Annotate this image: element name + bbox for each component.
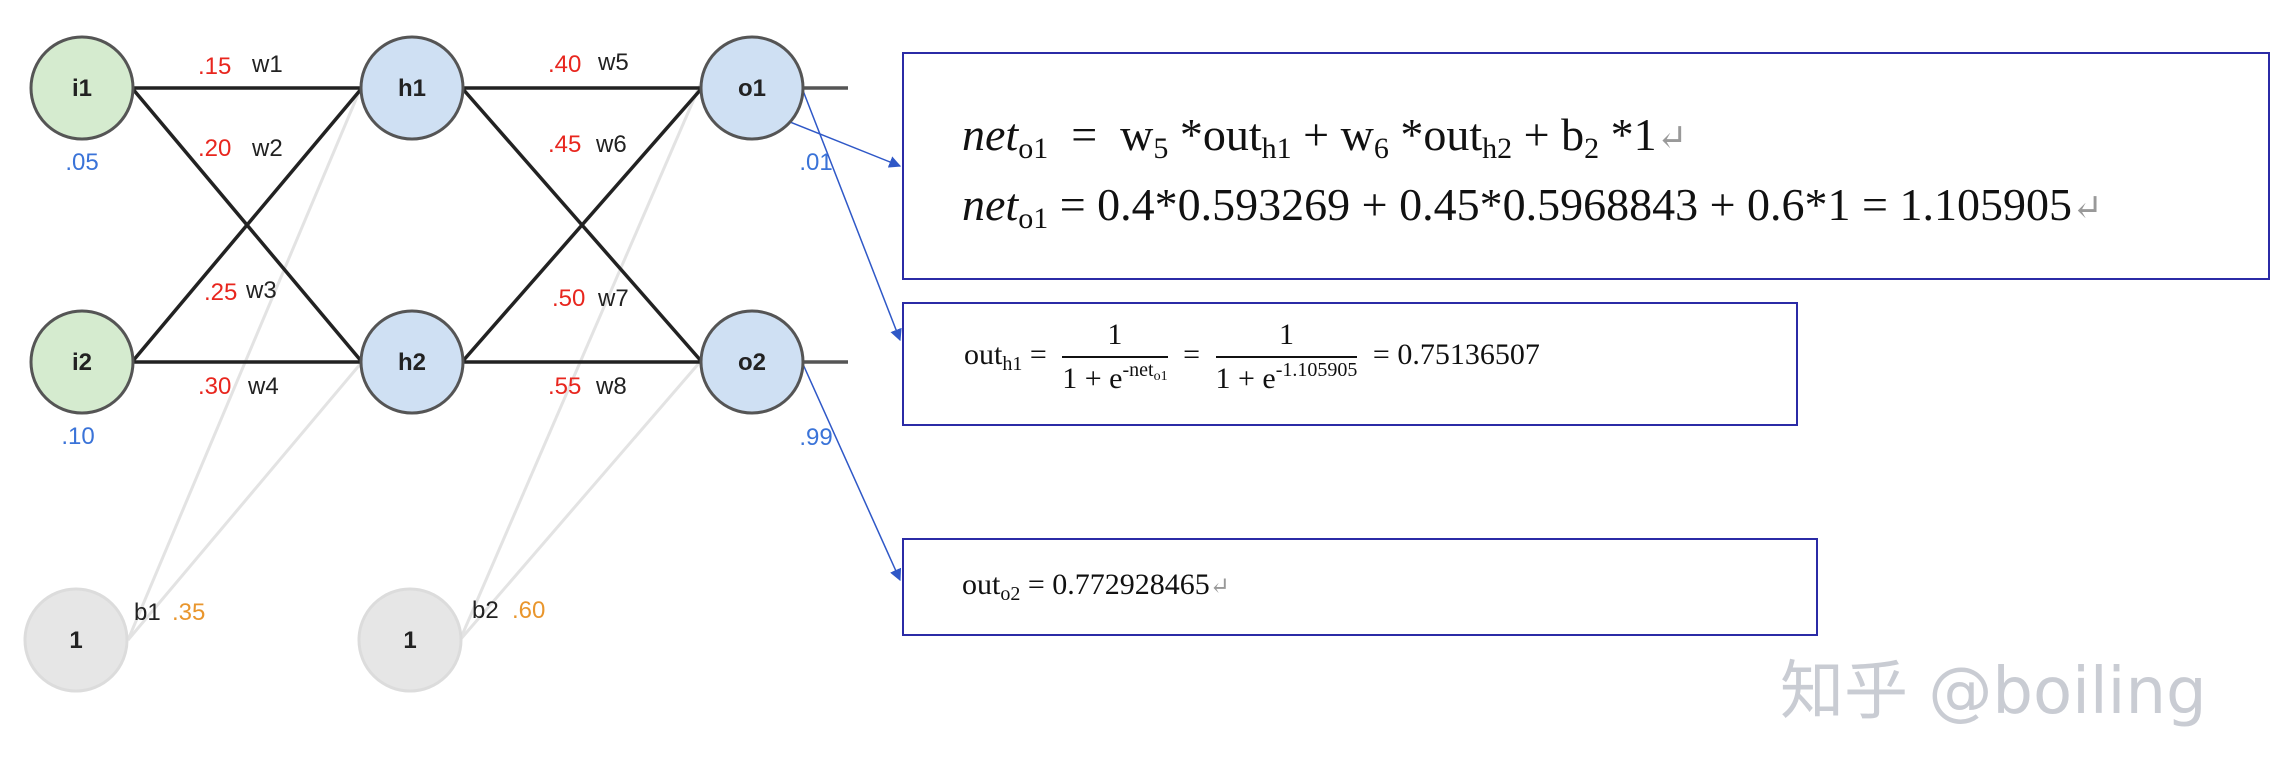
eq4-rhs: = 0.772928465 <box>1027 568 1210 601</box>
output-node-o2: o2 <box>699 309 805 415</box>
i2-value: .10 <box>61 423 94 450</box>
eq4-lhs-sub: o2 <box>1000 583 1021 605</box>
watermark: 知乎 @boiling <box>1780 655 2207 729</box>
fraction-2-exponent: -1.105905 <box>1275 359 1358 381</box>
fraction-1-exponent: -neto1 <box>1122 359 1168 384</box>
eq3-result: = 0.75136507 <box>1372 337 1540 371</box>
o1-target: .01 <box>799 149 832 176</box>
eq1-term4-sub: h2 <box>1482 132 1513 165</box>
node-o1-label: o1 <box>738 75 766 102</box>
eq2-lhs-sub: o1 <box>1018 202 1049 235</box>
weight-w3-name: w3 <box>245 277 277 304</box>
fraction-1-numerator: 1 <box>1062 318 1168 358</box>
hidden-node-h2: h2 <box>359 309 465 415</box>
eq3-lhs: out <box>964 337 1003 371</box>
eq1-lhs: net <box>962 109 1019 160</box>
bias-node-b2: 1 <box>357 587 463 693</box>
fraction-1: 1 1 + e-neto1 <box>1062 318 1168 396</box>
weight-connections <box>130 86 848 364</box>
weight-w6-value: .45 <box>548 131 581 158</box>
fraction-1-denominator: 1 + e-neto1 <box>1062 358 1167 396</box>
arrow-o1-to-box2 <box>801 87 902 342</box>
eq1-term2: *out <box>1179 109 1262 160</box>
equation-box-out-o2: outo2 = 0.772928465↵ <box>902 538 1818 636</box>
bias-b2-name: b2 <box>472 597 499 624</box>
weight-w2-value: .20 <box>198 135 231 162</box>
weight-w5-value: .40 <box>548 51 581 78</box>
bias-b2-value: .60 <box>512 597 545 624</box>
eq1-term4: *out <box>1400 109 1483 160</box>
eq3-equals-1: = <box>1029 337 1047 371</box>
equation-box-out-h1: outh1 = 1 1 + e-neto1 = 1 1 + e-1.105905… <box>902 302 1798 426</box>
eq1-term1-sub: 5 <box>1153 132 1169 165</box>
eq3-lhs-sub: h1 <box>1002 352 1023 375</box>
weight-w4-value: .30 <box>198 373 231 400</box>
node-i2-label: i2 <box>72 349 92 376</box>
weight-w8-value: .55 <box>548 373 581 400</box>
eq1-term3: + w <box>1303 109 1374 160</box>
equation-line-1: neto1 = w5 *outh1 + w6 *outh2 + b2 *1↵ <box>962 109 1688 164</box>
bias-node-b1: 1 <box>23 587 129 693</box>
equation-box-net-o1: neto1 = w5 *outh1 + w6 *outh2 + b2 *1↵ n… <box>902 52 2270 280</box>
weight-w7-value: .50 <box>552 285 585 312</box>
eq1-term3-sub: 6 <box>1373 132 1389 165</box>
equation-out-h1: outh1 = 1 1 + e-neto1 = 1 1 + e-1.105905… <box>964 318 1540 396</box>
fraction-2-den-base: 1 + e <box>1215 362 1276 395</box>
edge-i2-h1 <box>130 86 364 364</box>
bias-line-b2-o2 <box>458 361 702 641</box>
output-node-o1: o1 <box>699 35 805 141</box>
o2-target: .99 <box>799 424 832 451</box>
weight-w8-name: w8 <box>595 373 627 400</box>
weight-w2-name: w2 <box>251 135 283 162</box>
eq4-return-mark: ↵ <box>1209 574 1230 600</box>
weight-w3-value: .25 <box>204 279 237 306</box>
edge-h2-o1 <box>460 86 704 364</box>
weight-w7-name: w7 <box>597 285 629 312</box>
eq2-return-mark: ↵ <box>2071 187 2103 228</box>
eq2-lhs: net <box>962 179 1019 230</box>
hidden-node-h1: h1 <box>359 35 465 141</box>
eq1-term6: *1 <box>1610 109 1657 160</box>
bias-b1-name: b1 <box>134 599 161 626</box>
eq2-rhs: = 0.4*0.593269 + 0.45*0.5968843 + 0.6*1 … <box>1059 179 2072 230</box>
eq1-return-mark: ↵ <box>1656 117 1688 158</box>
eq1-term1: w <box>1120 109 1154 160</box>
input-node-i2: i2 <box>29 309 135 415</box>
fraction-2-numerator: 1 <box>1215 318 1358 358</box>
fraction-1-exponent-sub: o1 <box>1153 369 1168 384</box>
weight-w5-name: w5 <box>597 49 629 76</box>
weight-w1-value: .15 <box>198 53 231 80</box>
bias-node-b2-label: 1 <box>403 627 416 654</box>
eq3-equals-2: = <box>1183 337 1201 371</box>
weight-w6-name: w6 <box>595 131 627 158</box>
arrow-o2-to-box3 <box>801 361 902 582</box>
node-h2-label: h2 <box>398 349 426 376</box>
fraction-2-denominator: 1 + e-1.105905 <box>1216 358 1358 396</box>
fraction-1-exponent-text: -net <box>1122 359 1154 381</box>
node-i1-label: i1 <box>72 75 92 102</box>
eq1-equals: = <box>1071 109 1098 160</box>
eq4-lhs: out <box>962 568 1001 601</box>
eq1-term5-sub: 2 <box>1584 132 1600 165</box>
node-h1-label: h1 <box>398 75 426 102</box>
bias-line-b1-h2 <box>126 361 364 641</box>
fraction-2: 1 1 + e-1.105905 <box>1215 318 1358 396</box>
fraction-1-den-base: 1 + e <box>1062 362 1123 395</box>
bias-b1-value: .35 <box>172 599 205 626</box>
weight-w1-name: w1 <box>251 51 283 78</box>
equation-out-o2: outo2 = 0.772928465↵ <box>962 568 1230 605</box>
i1-value: .05 <box>65 149 98 176</box>
equation-line-2: neto1 = 0.4*0.593269 + 0.45*0.5968843 + … <box>962 179 2103 234</box>
node-o2-label: o2 <box>738 349 766 376</box>
eq1-term2-sub: h1 <box>1261 132 1292 165</box>
eq1-term5: + b <box>1523 109 1585 160</box>
bias-node-b1-label: 1 <box>69 627 82 654</box>
weight-w4-name: w4 <box>247 373 279 400</box>
eq1-lhs-sub: o1 <box>1018 132 1049 165</box>
input-node-i1: i1 <box>29 35 135 141</box>
